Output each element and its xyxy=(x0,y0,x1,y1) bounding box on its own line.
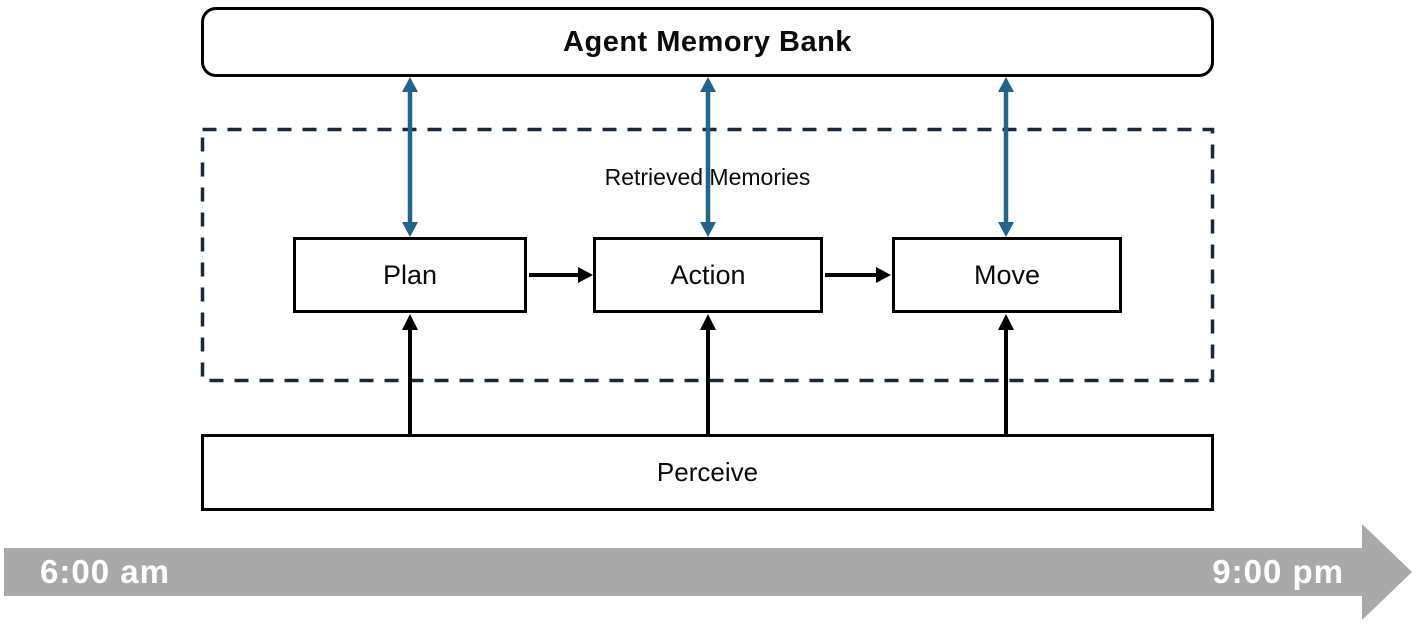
perceive-box: Perceive xyxy=(201,434,1214,511)
plan-box: Plan xyxy=(293,237,527,313)
timeline-arrowhead-icon xyxy=(1362,524,1412,620)
plan-label: Plan xyxy=(382,259,438,290)
agent-memory-bank-label: Agent Memory Bank xyxy=(563,25,852,58)
perceive-label: Perceive xyxy=(656,457,759,487)
agent-memory-bank-box: Agent Memory Bank xyxy=(201,7,1214,77)
action-box: Action xyxy=(593,237,823,313)
perceive-arrow-action xyxy=(700,314,716,434)
move-box: Move xyxy=(892,237,1122,313)
memory-exchange-arrow-move xyxy=(998,77,1014,237)
memory-exchange-arrow-action xyxy=(700,77,716,237)
timeline-bar: 6:00 am 9:00 pm xyxy=(4,548,1362,596)
timeline-end-label: 9:00 pm xyxy=(1212,553,1344,590)
action-label: Action xyxy=(670,259,746,290)
flow-arrow-action-to-move xyxy=(825,267,891,283)
timeline-start-label: 6:00 am xyxy=(40,553,170,590)
perceive-arrow-plan xyxy=(402,314,418,434)
flow-arrow-plan-to-action xyxy=(529,267,593,283)
retrieved-memories-label: Retrieved Memories xyxy=(604,164,811,190)
perceive-arrow-move xyxy=(998,314,1014,434)
memory-exchange-arrow-plan xyxy=(402,77,418,237)
move-label: Move xyxy=(973,259,1041,290)
